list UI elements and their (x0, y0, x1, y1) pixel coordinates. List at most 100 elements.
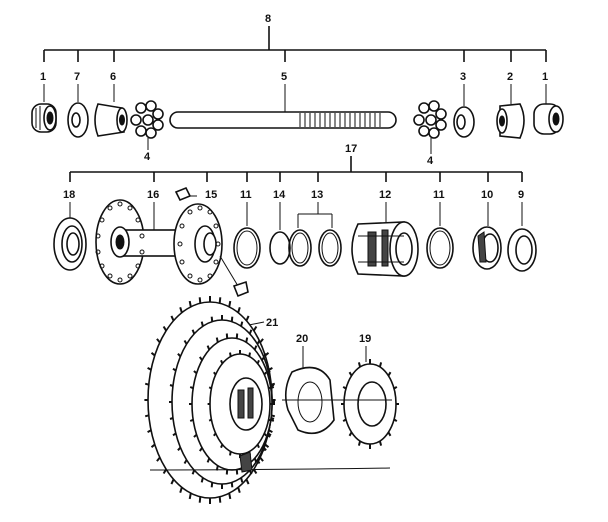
gear-tooth (147, 429, 152, 433)
gear-tooth (198, 356, 203, 361)
gear-tooth (191, 329, 196, 335)
gear-tooth (240, 477, 244, 483)
gear-tooth (270, 418, 275, 422)
gear-tooth (228, 493, 232, 500)
threaded-ring (472, 226, 502, 270)
gear-tooth (188, 300, 192, 307)
sprocket-group: 21 20 19 (144, 296, 399, 504)
gear-tooth (170, 478, 175, 485)
gear-tooth (270, 384, 275, 387)
gear-tooth (210, 482, 214, 488)
label-10: 10 (481, 189, 493, 201)
gear-tooth (172, 367, 177, 372)
outer-ring (507, 228, 537, 272)
gear-tooth (378, 440, 383, 446)
gear-tooth (208, 418, 212, 422)
gear-tooth (259, 338, 264, 344)
sprocket-stack (144, 296, 391, 504)
label-13: 13 (311, 189, 323, 201)
gear-tooth (253, 457, 258, 463)
gear-tooth (266, 433, 271, 438)
gear-tooth (256, 459, 261, 465)
ring-pair (288, 229, 342, 267)
gear-tooth (170, 315, 175, 322)
gear-tooth (200, 321, 204, 327)
gear-tooth (387, 431, 392, 437)
gear-tooth (218, 496, 222, 503)
label-9: 9 (518, 189, 524, 201)
gear-tooth (230, 482, 234, 488)
label-4-left: 4 (144, 151, 151, 163)
gear-tooth (228, 300, 232, 307)
gear-tooth (240, 321, 244, 327)
gear-tooth (357, 440, 362, 446)
gear-tooth (193, 433, 198, 438)
gear-tooth (188, 493, 192, 500)
gear-tooth (213, 371, 217, 376)
gear-tooth (144, 414, 150, 418)
label-15: 15 (205, 189, 217, 201)
gear-tooth (261, 447, 266, 452)
hub-body-group: 17 18 16 15 11 14 13 12 11 10 9 (53, 143, 537, 298)
gear-tooth (150, 443, 156, 448)
gear-tooth (262, 446, 267, 451)
gear-tooth (208, 386, 212, 390)
gear-tooth (220, 444, 224, 449)
gear-tooth (248, 352, 251, 357)
gear-tooth (268, 386, 272, 390)
ring-left (233, 227, 261, 269)
gear-tooth (245, 337, 249, 343)
label-3: 3 (460, 71, 466, 83)
gear-tooth (270, 382, 276, 386)
gear-tooth (253, 345, 258, 351)
gear-tooth (215, 337, 219, 343)
gear-tooth (177, 446, 182, 451)
gear-tooth (179, 306, 183, 314)
gear-tooth (248, 329, 253, 335)
gear-tooth (144, 382, 150, 386)
label-5: 5 (281, 71, 287, 83)
gear-tooth (206, 457, 211, 463)
ring-right (426, 227, 454, 269)
freewheel-body (351, 221, 419, 277)
gear-tooth (256, 444, 260, 449)
ball-retainer-right (413, 100, 447, 139)
gear-tooth (191, 469, 196, 475)
gear-tooth (156, 456, 161, 462)
gear-tooth (261, 356, 266, 361)
gear-tooth (198, 297, 202, 304)
label-7: 7 (74, 71, 80, 83)
gear-tooth (169, 384, 174, 387)
label-18: 18 (63, 189, 75, 201)
label-2: 2 (507, 71, 513, 83)
gear-tooth (177, 353, 182, 358)
ring-small (269, 231, 291, 265)
gear-tooth (266, 370, 271, 375)
gear-tooth (230, 316, 234, 322)
gear-tooth (213, 432, 217, 437)
gear-tooth (348, 371, 353, 377)
gear-tooth (156, 338, 161, 344)
label-21: 21 (266, 317, 278, 329)
gear-tooth (245, 478, 250, 485)
axle-assembly-group: 8 1 7 6 5 3 2 1 (31, 13, 564, 167)
cone-left (94, 103, 128, 137)
label-1-left: 1 (40, 71, 46, 83)
gear-tooth (198, 447, 203, 452)
gear-tooth (393, 385, 398, 390)
gear-tooth (218, 297, 222, 304)
ball-retainer-left (130, 100, 164, 139)
gear-tooth (189, 386, 194, 390)
gear-tooth (342, 385, 347, 390)
gear-tooth (172, 432, 177, 437)
label-16: 16 (147, 189, 159, 201)
gear-tooth (150, 352, 156, 357)
gear-tooth (189, 418, 194, 422)
locknut-left (31, 103, 57, 133)
gear-tooth (179, 486, 183, 494)
gear-tooth (237, 306, 241, 314)
gear-tooth (200, 477, 204, 483)
gear-tooth (357, 362, 362, 368)
